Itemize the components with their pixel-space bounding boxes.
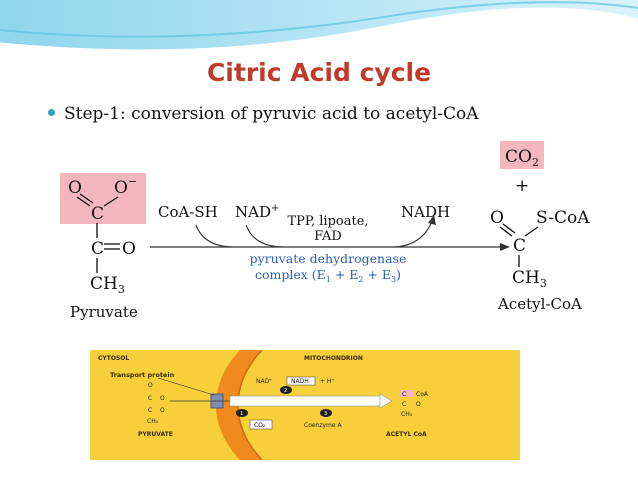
acetyl-c: C [513, 236, 526, 256]
svg-text:C: C [148, 407, 152, 414]
mitochondrial-membrane [216, 350, 262, 460]
svg-text:O: O [160, 395, 165, 402]
pathway-arrow-band [229, 395, 381, 407]
pyruvate-carboxyl-highlight [60, 173, 146, 224]
step-1-marker: 1 [240, 411, 243, 417]
enzyme-line-1: pyruvate dehydrogenase [250, 251, 407, 266]
nadh-output-curve [391, 220, 433, 248]
pyruvate-structure: O O − C C O CH3 Pyruvate [68, 175, 138, 321]
pyruvate-c-top: C [91, 204, 104, 224]
cytosol-label: CYTOSOL [98, 355, 129, 362]
acetyl-coa-bonds [499, 223, 539, 267]
svg-text:C: C [148, 395, 152, 402]
pyruvate-ch3: CH3 [90, 274, 125, 296]
pyruvate-transport-pathway: CYTOSOL MITOCHONDRION Transport protein … [90, 350, 520, 460]
mini-nad-label: NAD⁺ [256, 378, 272, 385]
coa-sh-label: CoA-SH [158, 203, 218, 221]
acetyl-coa-structure: O S-CoA C CH3 Acetyl-CoA [490, 208, 590, 313]
coa-input-curve [195, 224, 235, 248]
mini-pyruvate-structure: O C O C O CH₃ [147, 382, 165, 425]
pyruvate-o-left: O [68, 178, 82, 198]
pyruvate-c-mid: C [91, 239, 104, 259]
cofactor-line-1: TPP, lipoate, [287, 214, 368, 229]
pyruvate-to-acetyl-coa-reaction: O O − C C O CH3 Pyruvate CoA-SH NAD+ NAD… [38, 137, 590, 351]
slide-title: Citric Acid cycle [206, 58, 432, 87]
svg-text:C: C [402, 391, 406, 398]
mitochondrion-label: MITOCHONDRION [304, 355, 363, 362]
step-markers: 1 2 3 [236, 386, 332, 417]
acetyl-ch3: CH3 [512, 268, 547, 290]
header-wave-decoration [0, 0, 638, 53]
nad-label: NAD+ [235, 203, 279, 221]
mini-nadh-label: NADH [291, 378, 309, 385]
svg-text:C: C [402, 401, 406, 408]
bullet-step-1: Step-1: conversion of pyruvic acid to ac… [48, 104, 479, 124]
pathway-arrowhead [379, 393, 393, 409]
acetyl-o: O [490, 208, 504, 228]
svg-text:CoA: CoA [416, 391, 429, 398]
cofactor-line-2: FAD [314, 229, 342, 244]
mini-nadh-box [286, 376, 316, 386]
mini-coenzyme-label: Coenzyme A [304, 422, 342, 429]
svg-text:CH₃: CH₃ [147, 418, 159, 425]
pyruvate-o-mid: O [122, 239, 136, 259]
reaction-arrowhead [500, 243, 510, 251]
bullet-dot-icon [48, 109, 55, 116]
nadh-arrowhead [428, 215, 436, 225]
mini-acetyl-coa-structure: C CoA C O CH₃ [400, 390, 429, 418]
nad-input-curve [245, 224, 285, 248]
nadh-label: NADH [401, 203, 450, 221]
svg-text:CH₃: CH₃ [401, 411, 413, 418]
svg-text:O: O [416, 401, 421, 408]
plus-sign: + [515, 176, 529, 196]
acetyl-s-coa: S-CoA [536, 208, 590, 228]
transport-protein-label: Transport protein [110, 371, 175, 379]
pyruvate-bonds [76, 193, 120, 273]
reaction-background [38, 137, 590, 351]
mini-acetyl-coa-label: ACETYL CoA [386, 431, 427, 438]
pyruvate-name: Pyruvate [70, 303, 138, 321]
pyruvate-o-right: O [114, 178, 128, 198]
enzyme-line-2: complex (E1 + E2 + E3) [255, 267, 401, 284]
pyruvate-o-charge: − [128, 175, 137, 188]
mini-co2-label: CO₂ [254, 422, 266, 429]
mini-h-label: + H⁺ [320, 378, 335, 385]
svg-text:O: O [160, 407, 165, 414]
mini-co2-box [249, 419, 273, 430]
bullet-text: Step-1: conversion of pyruvic acid to ac… [64, 104, 479, 124]
step-3-marker: 3 [324, 411, 327, 417]
co2-highlight [500, 141, 544, 169]
mini-pyruvate-label: PYRUVATE [138, 431, 173, 438]
acetyl-coa-name: Acetyl-CoA [497, 295, 582, 313]
step-2-marker: 2 [284, 388, 287, 394]
svg-text:O: O [148, 382, 153, 389]
co2-label: CO2 [505, 147, 539, 169]
